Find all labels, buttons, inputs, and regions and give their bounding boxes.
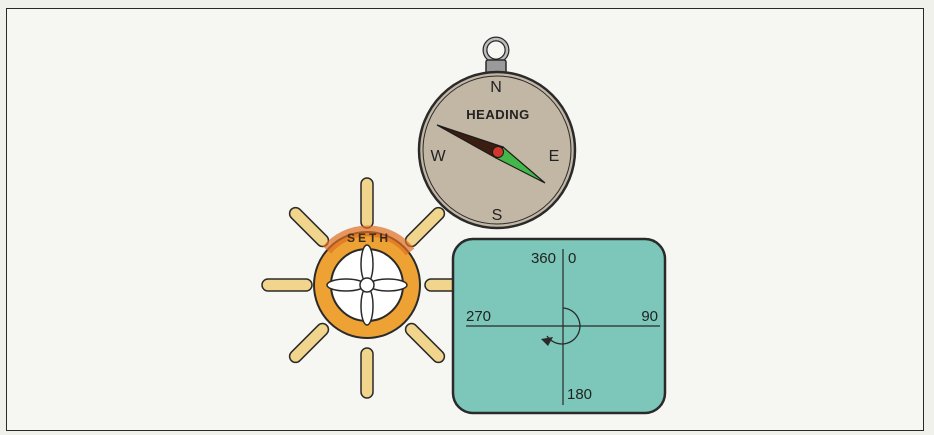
wheel-handle-bottom bbox=[361, 348, 373, 398]
wheel-handle-left bbox=[262, 279, 312, 291]
compass-ring-highlight bbox=[485, 39, 507, 61]
compass: N HEADING W E S bbox=[419, 39, 575, 228]
compass-north-label: N bbox=[490, 79, 502, 96]
wheel-name-label: SETH bbox=[347, 231, 391, 245]
display-label-180: 180 bbox=[567, 386, 592, 403]
compass-south-label: S bbox=[492, 207, 503, 224]
wheel-handle-top bbox=[361, 178, 373, 228]
wheel-handle-top-right bbox=[403, 205, 447, 249]
ship-wheel: SETH bbox=[262, 178, 475, 398]
display-label-270: 270 bbox=[466, 308, 491, 325]
display-label-90: 90 bbox=[641, 308, 658, 325]
compass-pivot bbox=[493, 147, 504, 158]
display-label-0: 0 bbox=[568, 250, 576, 267]
wheel-handle-bottom-left bbox=[287, 321, 331, 365]
wheel-handle-bottom-right bbox=[403, 321, 447, 365]
compass-west-label: W bbox=[430, 148, 446, 165]
heading-display: 360 0 270 90 180 bbox=[453, 239, 665, 413]
wheel-handle-top-left bbox=[287, 205, 331, 249]
compass-heading-label: HEADING bbox=[466, 107, 529, 122]
wheel-center bbox=[360, 278, 374, 292]
compass-east-label: E bbox=[549, 148, 560, 165]
display-label-360: 360 bbox=[531, 250, 556, 267]
